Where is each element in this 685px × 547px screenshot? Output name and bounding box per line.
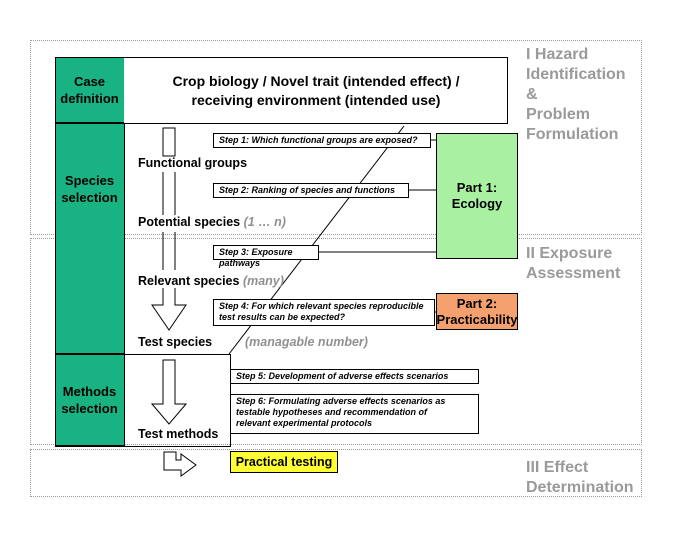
down-arrow-test-species	[151, 288, 187, 331]
case-definition-cell: Case definition	[55, 57, 124, 123]
species-selection-cell: Species selection	[55, 123, 124, 354]
phase-1-label: I Hazard Identification & Problem Formul…	[526, 46, 626, 143]
stage-test-methods: Test methods	[138, 427, 219, 441]
step-1-box: Step 1: Which functional groups are expo…	[213, 133, 431, 148]
title-text: Crop biology / Novel trait (intended eff…	[172, 72, 460, 108]
column-divider	[124, 123, 125, 447]
phase-2-box	[30, 238, 642, 445]
part-1-ecology-box: Part 1: Ecology	[436, 133, 518, 259]
step-6-box: Step 6: Formulating adverse effects scen…	[230, 394, 479, 434]
methods-top-line	[55, 354, 230, 355]
bottom-line	[55, 446, 231, 447]
phase-1-box	[30, 40, 642, 235]
step-3-box: Step 3: Exposure pathways	[213, 245, 319, 268]
phase-2-label: II Exposure Assessment	[526, 245, 621, 282]
step-2-box: Step 2: Ranking of species and functions	[213, 183, 409, 198]
methods-selection-cell: Methods selection	[55, 354, 124, 446]
step-5-box: Step 5: Development of adverse effects s…	[230, 369, 479, 384]
stage-potential-note: (1 … n)	[243, 215, 286, 229]
practical-testing-box: Practical testing	[230, 451, 338, 473]
stage-test-species: Test species	[138, 335, 213, 349]
down-arrow-test-methods	[150, 359, 188, 425]
stage-relevant-species: Relevant species (many)	[138, 274, 284, 288]
stage-potential-species: Potential species (1 … n)	[138, 215, 286, 229]
stage-potential-label: Potential species	[138, 215, 241, 229]
stage-functional-groups: Functional groups	[138, 156, 248, 170]
stage-test-species-note: (managable number)	[245, 335, 368, 349]
phase-3-box	[30, 449, 642, 497]
phase-3-label: III Effect Determination	[526, 459, 634, 496]
connector-shaft-2	[162, 172, 176, 215]
connector-shaft-3	[162, 232, 176, 270]
stage-relevant-note: (many)	[242, 274, 284, 288]
stage-relevant-label: Relevant species	[138, 274, 240, 288]
left-border-line	[55, 57, 56, 447]
connector-shaft-1	[162, 127, 176, 157]
step-4-box: Step 4: For which relevant species repro…	[213, 299, 435, 326]
bent-arrow-practical	[163, 451, 197, 477]
part-2-practicability-box: Part 2: Practicability	[436, 293, 518, 330]
